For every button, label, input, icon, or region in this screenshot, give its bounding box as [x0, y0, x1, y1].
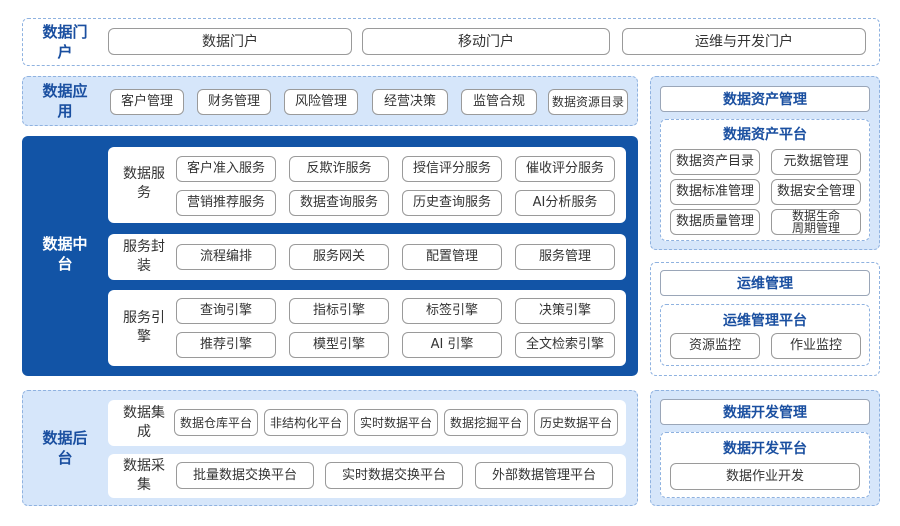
package-config[interactable]: 配置管理 [402, 244, 502, 270]
app-item-customer[interactable]: 客户管理 [110, 89, 184, 115]
engine-ai[interactable]: AI 引擎 [402, 332, 502, 358]
asset-quality[interactable]: 数据质量管理 [670, 209, 760, 235]
service-ai-analysis[interactable]: AI分析服务 [515, 190, 615, 216]
engine-metric[interactable]: 指标引擎 [289, 298, 389, 324]
collection-external[interactable]: 外部数据管理平台 [475, 462, 613, 489]
ops-resource-monitor[interactable]: 资源监控 [670, 333, 760, 359]
dev-mgmt-header[interactable]: 数据开发管理 [660, 399, 870, 425]
collection-batch-exchange[interactable]: 批量数据交换平台 [176, 462, 314, 489]
apps-title: 数据应用 [42, 82, 88, 120]
ops-platform-title: 运维管理平台 [723, 313, 807, 329]
data-service-label: 数据服务 [123, 166, 165, 201]
engine-model[interactable]: 模型引擎 [289, 332, 389, 358]
asset-metadata[interactable]: 元数据管理 [771, 149, 861, 175]
service-data-query[interactable]: 数据查询服务 [289, 190, 389, 216]
engine-decision[interactable]: 决策引擎 [515, 298, 615, 324]
integration-mining[interactable]: 数据挖掘平台 [444, 409, 528, 436]
middle-platform-title: 数据中台 [42, 235, 88, 273]
engine-recommend[interactable]: 推荐引擎 [176, 332, 276, 358]
service-marketing[interactable]: 营销推荐服务 [176, 190, 276, 216]
service-engine-label: 服务引擎 [123, 310, 165, 345]
asset-lifecycle[interactable]: 数据生命周期管理 [771, 209, 861, 235]
service-history-query[interactable]: 历史查询服务 [402, 190, 502, 216]
integration-warehouse[interactable]: 数据仓库平台 [174, 409, 258, 436]
collection-realtime-exchange[interactable]: 实时数据交换平台 [325, 462, 463, 489]
portal-item-ops-dev[interactable]: 运维与开发门户 [622, 28, 866, 55]
data-integration-label: 数据集成 [123, 405, 165, 440]
service-package-label: 服务封装 [123, 239, 165, 274]
asset-security[interactable]: 数据安全管理 [771, 179, 861, 205]
dev-job-development[interactable]: 数据作业开发 [670, 463, 860, 490]
integration-realtime[interactable]: 实时数据平台 [354, 409, 438, 436]
app-item-finance[interactable]: 财务管理 [197, 89, 271, 115]
app-item-compliance[interactable]: 监管合规 [461, 89, 537, 115]
app-item-decision[interactable]: 经营决策 [372, 89, 448, 115]
app-item-risk[interactable]: 风险管理 [284, 89, 358, 115]
package-gateway[interactable]: 服务网关 [289, 244, 389, 270]
integration-history[interactable]: 历史数据平台 [534, 409, 618, 436]
engine-fulltext[interactable]: 全文检索引擎 [515, 332, 615, 358]
data-collection-label: 数据采集 [123, 458, 165, 493]
ops-mgmt-header[interactable]: 运维管理 [660, 270, 870, 296]
engine-tag[interactable]: 标签引擎 [402, 298, 502, 324]
package-workflow[interactable]: 流程编排 [176, 244, 276, 270]
engine-query[interactable]: 查询引擎 [176, 298, 276, 324]
asset-standard[interactable]: 数据标准管理 [670, 179, 760, 205]
service-credit-score[interactable]: 授信评分服务 [402, 156, 502, 182]
asset-platform-title: 数据资产平台 [723, 127, 807, 143]
backend-title: 数据后台 [42, 429, 88, 467]
asset-mgmt-header[interactable]: 数据资产管理 [660, 86, 870, 112]
app-item-resource-catalog[interactable]: 数据资源目录 [548, 89, 628, 115]
package-service-mgmt[interactable]: 服务管理 [515, 244, 615, 270]
portal-item-mobile[interactable]: 移动门户 [362, 28, 610, 55]
service-anti-fraud[interactable]: 反欺诈服务 [289, 156, 389, 182]
ops-job-monitor[interactable]: 作业监控 [771, 333, 861, 359]
service-customer-access[interactable]: 客户准入服务 [176, 156, 276, 182]
service-collection-score[interactable]: 催收评分服务 [515, 156, 615, 182]
integration-unstructured[interactable]: 非结构化平台 [264, 409, 348, 436]
portal-item-data[interactable]: 数据门户 [108, 28, 352, 55]
portal-title: 数据门户 [42, 23, 88, 61]
asset-catalog[interactable]: 数据资产目录 [670, 149, 760, 175]
dev-platform-title: 数据开发平台 [723, 441, 807, 457]
